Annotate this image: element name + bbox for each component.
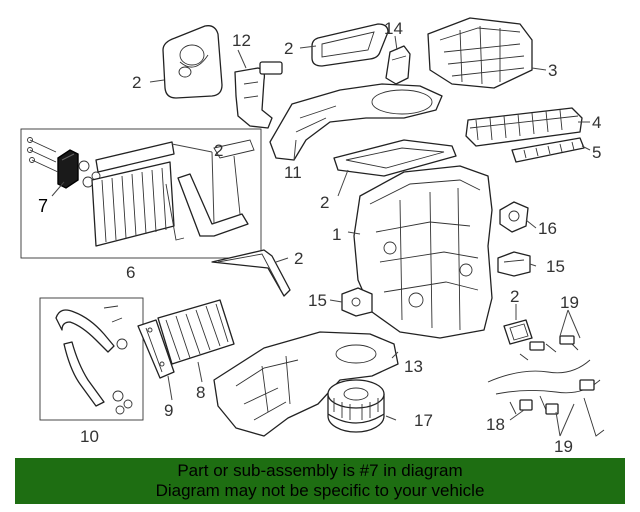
callout-2: 2 [132,73,141,92]
callout-14: 14 [384,19,403,38]
seal-case-part[interactable] [333,139,457,177]
seal-strip-part[interactable] [211,249,291,297]
callout-18: 18 [486,415,505,434]
banner-line-2: Diagram may not be specific to your vehi… [155,481,485,500]
expansion-valve-7-part[interactable] [57,149,79,189]
upper-case-3-part[interactable] [427,17,533,89]
callout-19: 19 [560,293,579,312]
callout-16: 16 [538,219,557,238]
hvac-parts-diagram: 2 12 2 14 3 4 5 2 11 2 1 16 15 2 6 15 2 … [20,17,605,456]
main-case-1-part[interactable] [353,165,493,339]
callout-2: 2 [214,141,223,160]
callout-2: 2 [284,39,293,58]
leader-lines [51,35,591,437]
callout-12: 12 [232,31,251,50]
hoses-group-box [39,297,144,421]
seal-plate-part[interactable] [162,25,223,99]
actuator-15-right-part[interactable] [497,251,531,277]
grille-5-part[interactable] [511,137,585,163]
heater-core-8-part[interactable] [157,299,235,365]
bolts-part [27,137,59,173]
callout-9: 9 [164,401,173,420]
callout-2: 2 [510,287,519,306]
callout-2: 2 [294,249,303,268]
callout-3: 3 [548,61,557,80]
callout-2: 2 [320,193,329,212]
callout-1: 1 [332,225,341,244]
callout-15: 15 [308,291,327,310]
duct-11-part[interactable] [269,83,443,161]
lower-case-13-part[interactable] [213,331,399,437]
callout-5: 5 [592,143,601,162]
gasket-small-part[interactable] [503,319,533,345]
banner-line-1: Part or sub-assembly is #7 in diagram [177,461,463,480]
info-banner: Part or sub-assembly is #7 in diagram Di… [15,458,625,504]
callout-8: 8 [196,383,205,402]
cabin-filter-4-part[interactable] [465,107,583,147]
callout-6: 6 [126,263,135,282]
callout-19: 19 [554,437,573,456]
callout-4: 4 [592,113,601,132]
callout-13: 13 [404,357,423,376]
sensor-14-part[interactable] [385,45,411,85]
actuator-15-left-part[interactable] [341,287,373,317]
callout-labels: 2 12 2 14 3 4 5 2 11 2 1 16 15 2 6 15 2 … [38,19,601,456]
heater-seal-9-part[interactable] [137,319,175,379]
actuator-16-part[interactable] [499,201,529,233]
callout-10: 10 [80,427,99,446]
wiring-harness-19-part[interactable] [487,335,605,437]
seal-rect-top-part[interactable] [311,23,389,67]
evaporator-core-part[interactable] [91,141,175,247]
blower-motor-17-part[interactable] [327,379,385,433]
callout-11: 11 [284,163,302,182]
seal-frame-evap-part[interactable] [165,139,255,241]
actuator-12-part[interactable] [234,61,283,129]
callout-7-highlighted: 7 [38,196,48,216]
evaporator-group-box [20,128,262,259]
callout-15: 15 [546,257,565,276]
callout-17: 17 [414,411,433,430]
heater-hoses-10-part[interactable] [55,305,133,415]
